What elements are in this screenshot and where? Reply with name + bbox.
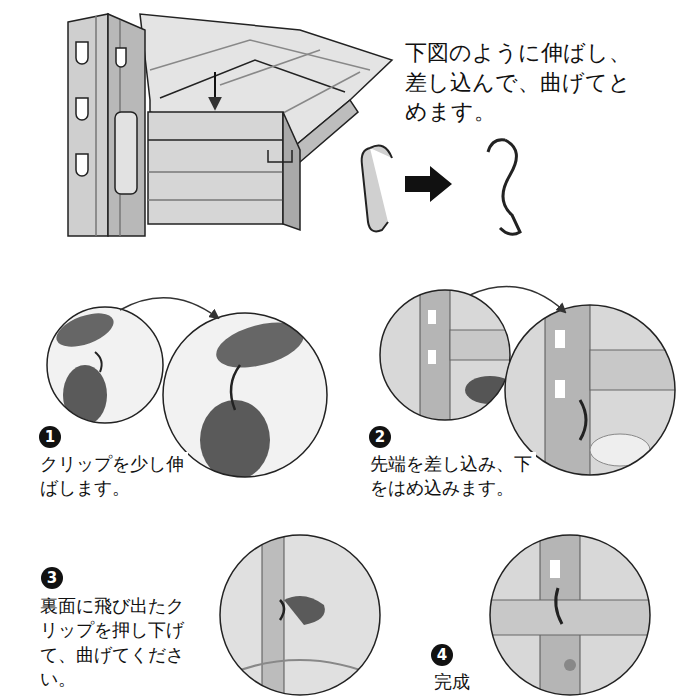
upright-post	[68, 14, 145, 236]
instruction-text: 裏面に飛び出たクリップを押し下げて、曲げてください。	[40, 594, 190, 691]
step-number: 1	[39, 426, 61, 448]
instruction-text: 完成	[434, 670, 494, 694]
clip	[488, 140, 520, 235]
beam	[148, 112, 300, 230]
clip	[362, 146, 392, 232]
step-number: 2	[369, 426, 391, 448]
block-arrow	[405, 166, 452, 202]
photo-2a	[375, 285, 515, 425]
photo-3	[215, 530, 385, 700]
step-number: 4	[431, 644, 453, 666]
step-number: 3	[41, 567, 63, 589]
instruction-text: クリップを少し伸ばします。	[40, 452, 188, 501]
shelf-panel	[140, 14, 392, 162]
photo-1a	[40, 300, 170, 430]
instruction-text: 下図のように伸ばし、差し込んで、曲げてとめます。	[405, 38, 650, 127]
instruction-text: 先端を差し込み、下をはめ込みます。	[370, 452, 536, 501]
photo-4	[485, 530, 655, 700]
